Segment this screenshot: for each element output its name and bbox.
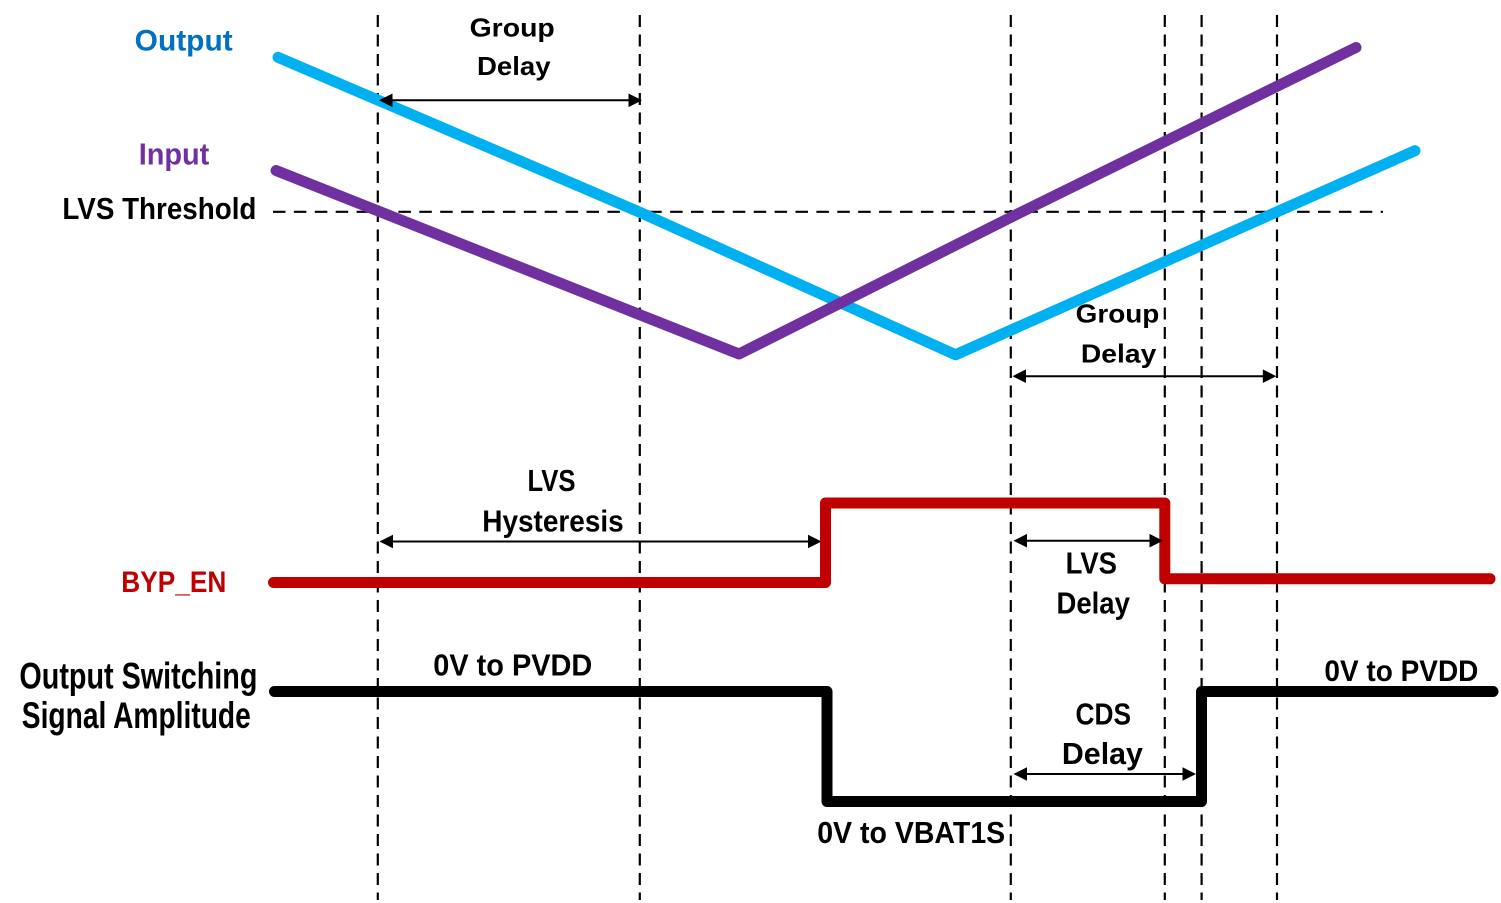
- svg-text:Delay: Delay: [1057, 586, 1131, 621]
- svg-text:Group: Group: [1076, 298, 1160, 328]
- svg-text:Input: Input: [139, 138, 210, 172]
- svg-text:Delay: Delay: [1081, 339, 1157, 369]
- svg-text:Output Switching: Output Switching: [19, 655, 257, 696]
- svg-text:Hysteresis: Hysteresis: [482, 505, 624, 539]
- svg-text:LVS Threshold: LVS Threshold: [62, 191, 256, 226]
- svg-text:Delay: Delay: [1062, 737, 1143, 771]
- svg-text:Signal Amplitude: Signal Amplitude: [22, 695, 251, 736]
- svg-text:0V to PVDD: 0V to PVDD: [433, 647, 592, 682]
- svg-text:Group: Group: [470, 13, 555, 43]
- svg-text:LVS: LVS: [1066, 546, 1117, 581]
- svg-text:BYP_EN: BYP_EN: [121, 566, 226, 599]
- svg-text:CDS: CDS: [1076, 698, 1132, 732]
- svg-text:Output: Output: [135, 25, 233, 58]
- svg-text:Delay: Delay: [477, 51, 551, 81]
- svg-text:0V to VBAT1S: 0V to VBAT1S: [817, 815, 1005, 850]
- svg-text:LVS: LVS: [528, 464, 576, 498]
- svg-text:0V to PVDD: 0V to PVDD: [1324, 655, 1478, 688]
